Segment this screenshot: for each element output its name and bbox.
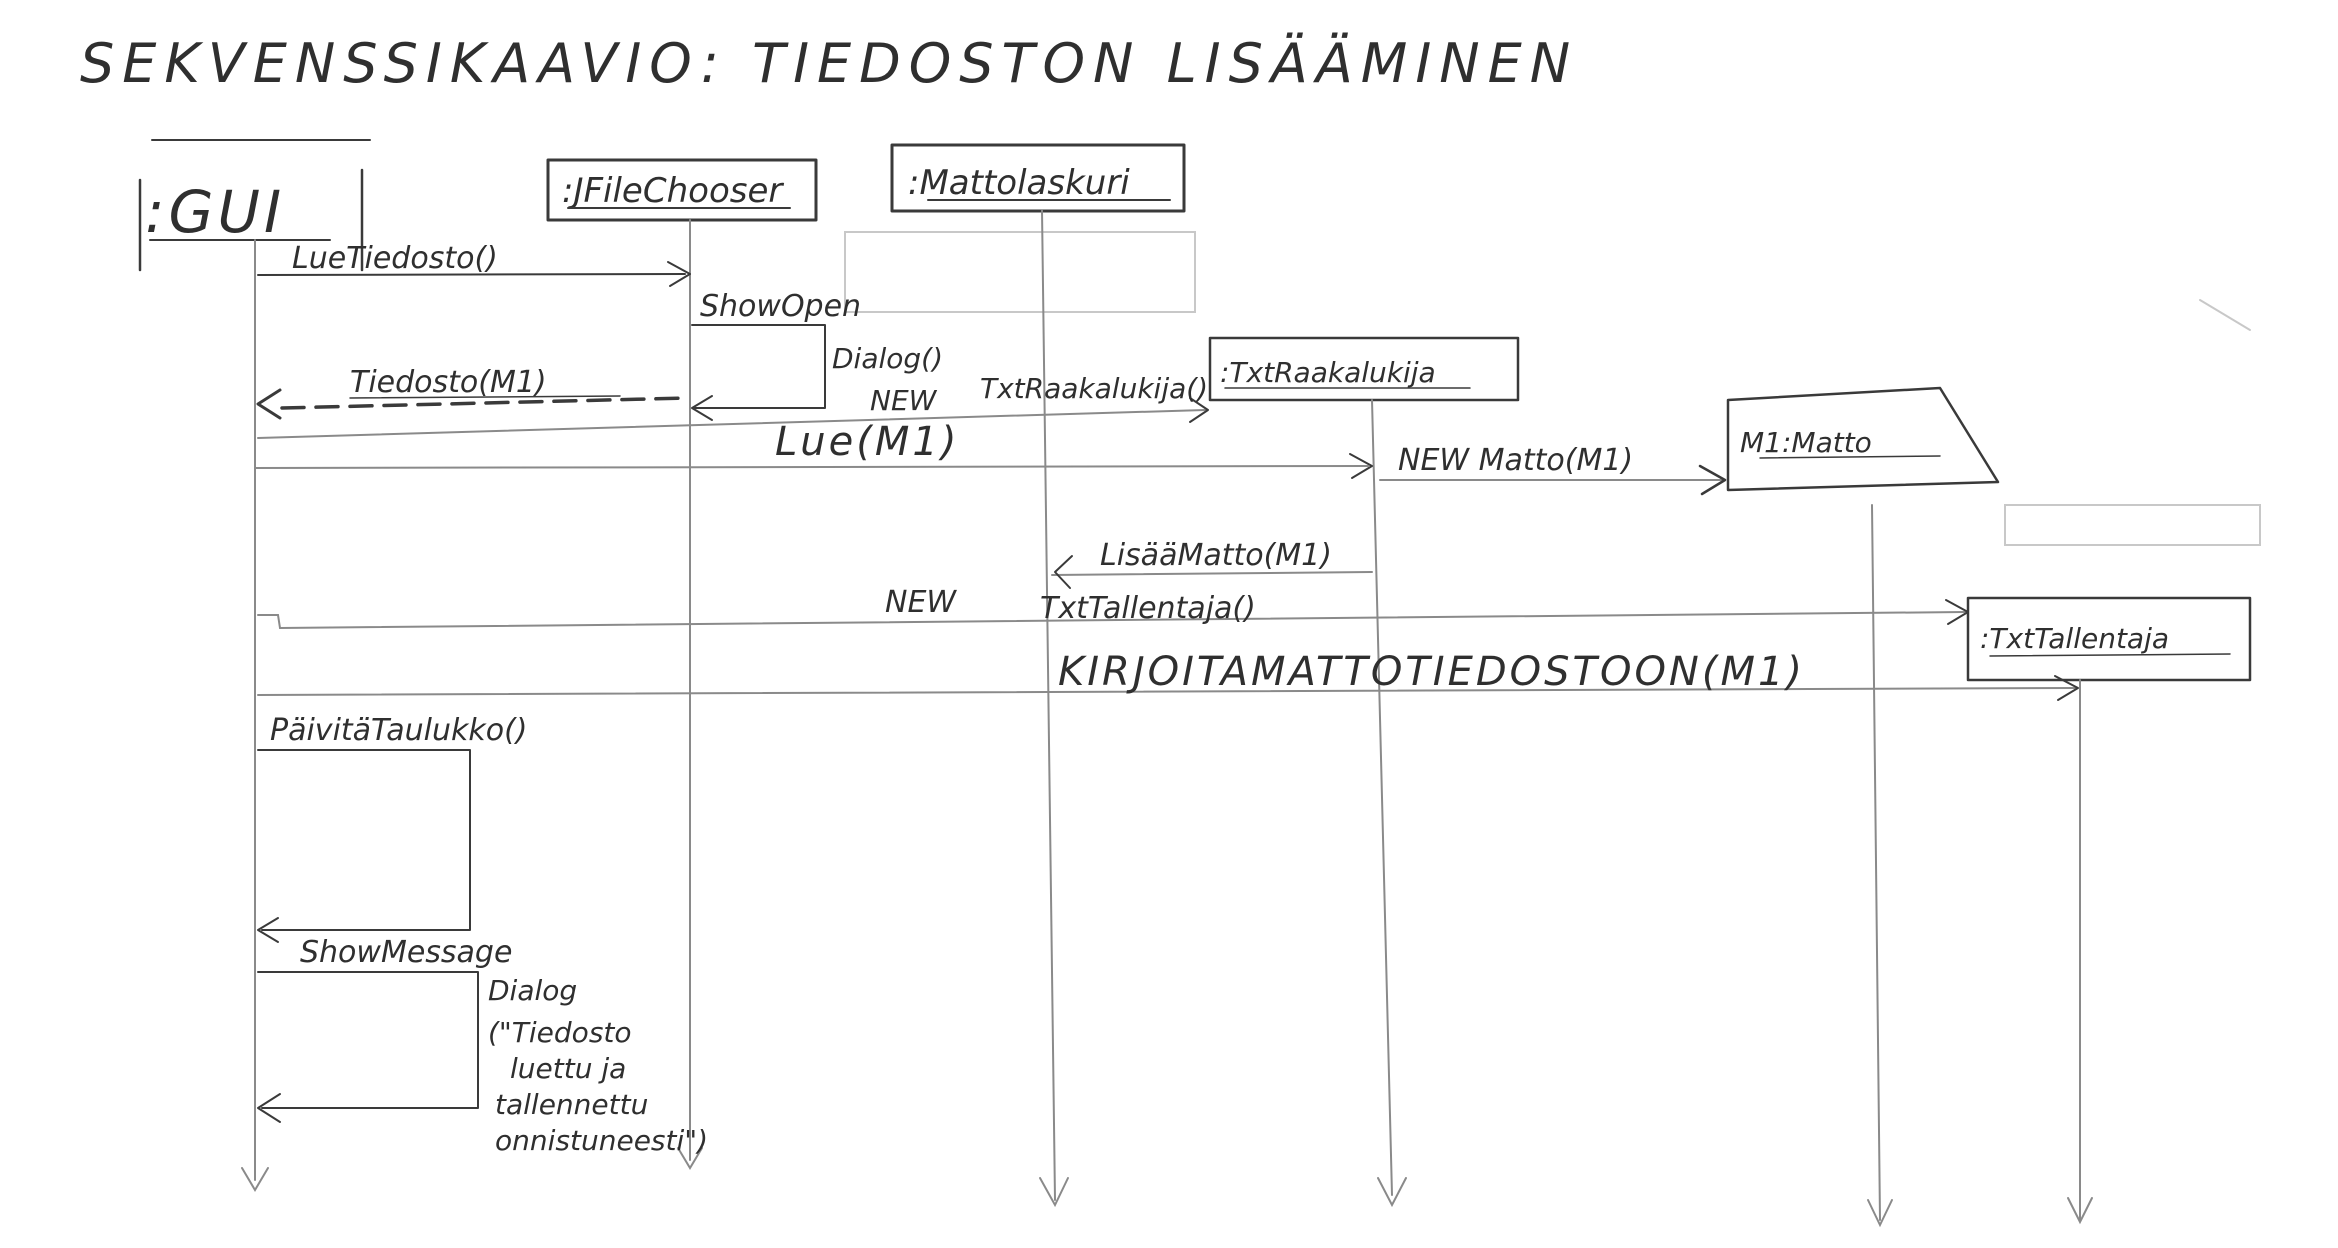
message-new-matto-label: NEW Matto(M1) [1398,443,1633,478]
object-gui-label: :GUI [145,178,285,246]
message-showmessage-label-6: onnistuneesti") [495,1124,708,1157]
message-new-matto: NEW Matto(M1) [1379,443,1727,496]
message-showopendialog: ShowOpen Dialog() [691,289,943,421]
message-showmessage-label-1: ShowMessage [300,935,512,970]
object-tallentaja: :TxtTallentaja [1966,596,2252,682]
lifeline-lukija [1371,399,1393,1196]
object-filechooser-label: :JFileChooser [562,171,784,211]
message-showmessage-label-5: tallennettu [495,1088,648,1121]
object-tallentaja-label: :TxtTallentaja [1980,622,2169,655]
message-lue-label: Lue(M1) [775,419,959,465]
message-txttallentaja-label: TxtTallentaja() [1040,591,1256,626]
message-tiedosto-return: Tiedosto(M1) [256,365,690,420]
message-showopen-label-2: Dialog() [832,342,943,375]
object-lukija-label: :TxtRaakalukija [1220,356,1436,389]
message-lisaamatto-label: LisääMatto(M1) [1100,538,1332,573]
message-paivitataulukko-label: PäivitäTaulukko() [270,713,527,748]
message-showmessagedialog: ShowMessage Dialog ("Tiedosto luettu ja … [257,935,708,1157]
message-new-lukija: NEW TxtRaakalukija() [257,372,1209,439]
message-luetiedosto: LueTiedosto() [257,241,691,287]
message-new-label-2: NEW [885,585,957,620]
message-kirjoita-label: KIRJOITAMATTOTIEDOSTOON(M1) [1058,649,1805,695]
message-new-tallentaja: NEW TxtTallentaja() [257,585,1969,630]
object-matto-label: M1:Matto [1740,426,1872,459]
object-gui: :GUI [138,139,371,272]
message-tiedosto-label: Tiedosto(M1) [350,365,547,400]
message-paivitataulukko: PäivitäTaulukko() [257,713,527,943]
message-showmessage-label-4: luettu ja [510,1052,626,1085]
message-showmessage-label-2: Dialog [488,974,577,1007]
message-showmessage-label-3: ("Tiedosto [488,1016,632,1049]
message-lue: Lue(M1) [254,419,1373,479]
object-lukija: :TxtRaakalukija [1208,336,1520,402]
message-txtraakalukija-label: TxtRaakalukija() [980,372,1208,405]
diagram-title: SEKVENSSIKAAVIO: TIEDOSTON LISÄÄMINEN [80,32,1578,95]
lifeline-mattolaskuri [1041,209,1056,1201]
object-mattolaskuri-label: :Mattolaskuri [908,163,1130,203]
object-mattolaskuri: :Mattolaskuri [890,143,1186,213]
message-kirjoita: KIRJOITAMATTOTIEDOSTOON(M1) [257,649,2079,701]
object-filechooser: :JFileChooser [546,158,818,222]
message-new-label-1: NEW [870,384,938,417]
message-luetiedosto-label: LueTiedosto() [292,241,498,276]
erased-marks [844,231,2261,546]
message-showopen-label-1: ShowOpen [700,289,861,324]
lifelines [241,209,2093,1228]
message-lisaamatto: LisääMatto(M1) [1051,538,1373,589]
lifeline-matto [1871,504,1881,1221]
object-matto: M1:Matto [1726,386,2000,492]
